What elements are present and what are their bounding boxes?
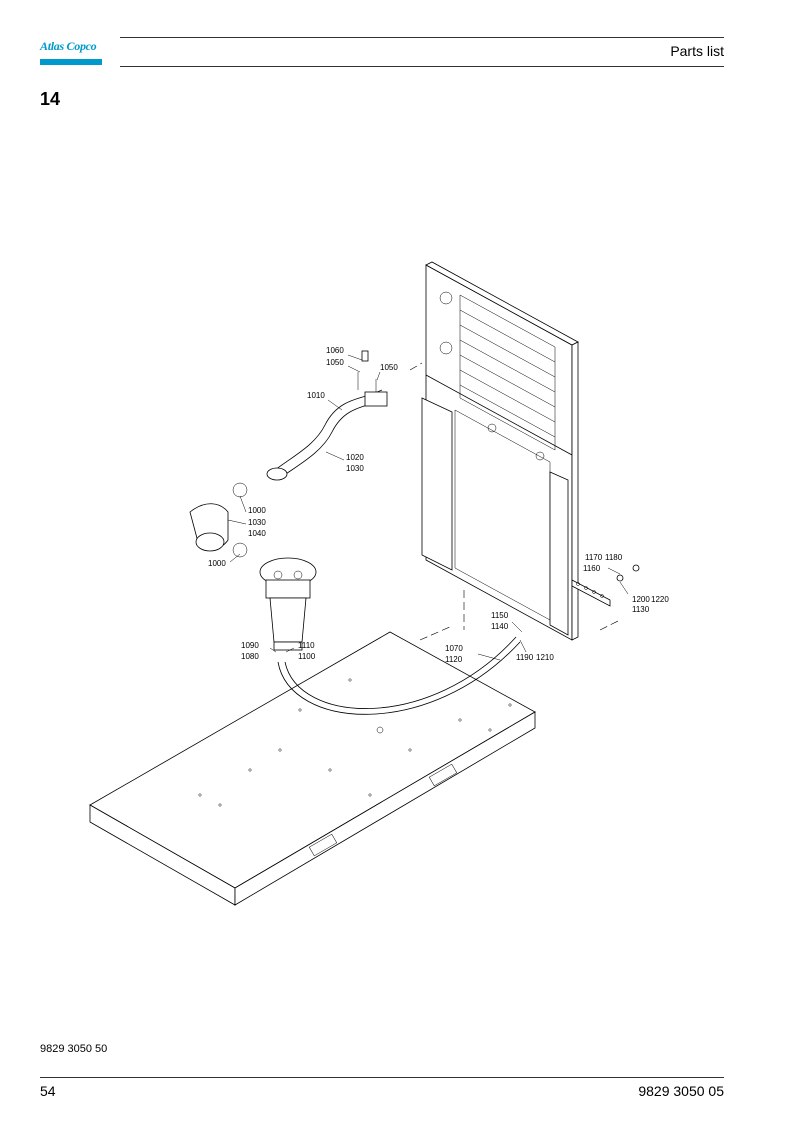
callout-1110: 1110: [298, 641, 315, 650]
callout-1030: 1030: [346, 464, 364, 473]
callout-1010: 1010: [307, 391, 325, 400]
callout-1000: 1000: [248, 506, 266, 515]
exploded-parts-drawing: 1060 1050 1050 1010 1020 1030 1000 1030 …: [89, 261, 669, 906]
callout-1160: 1160: [583, 564, 601, 573]
callout-1050-b: 1050: [380, 363, 398, 372]
callout-1030-b: 1030: [248, 518, 266, 527]
callout-1090: 1090: [241, 641, 259, 650]
side-rails: [421, 397, 569, 636]
footer-rule: [40, 1077, 724, 1078]
callout-1170: 1170: [585, 553, 603, 562]
elbow-fitting: [189, 482, 248, 558]
callout-labels: 1060 1050 1050 1010 1020 1030 1000 1030 …: [208, 346, 669, 664]
callout-1080: 1080: [241, 652, 259, 661]
callout-1190: 1190: [516, 653, 534, 662]
callout-1200: 1200: [632, 595, 650, 604]
callout-1040: 1040: [248, 529, 266, 538]
logo-bar: [40, 59, 102, 65]
logo-text: Atlas Copco: [40, 39, 97, 53]
frame-panel: [425, 261, 579, 641]
page-number: 54: [40, 1083, 56, 1099]
leader-lines: [227, 354, 629, 661]
header-rule-top: [120, 37, 724, 38]
filter-housing: [259, 557, 317, 651]
assembly-guides: [409, 362, 621, 641]
callout-1180: 1180: [605, 553, 623, 562]
callout-1140: 1140: [491, 622, 509, 631]
callout-1070: 1070: [445, 644, 463, 653]
document-reference: 9829 3050 50: [40, 1043, 108, 1055]
callout-1100: 1100: [298, 652, 316, 661]
callout-1050: 1050: [326, 358, 344, 367]
connector-bar: [571, 564, 640, 607]
atlas-copco-logo: Atlas Copco: [40, 37, 102, 67]
callout-1220: 1220: [651, 595, 669, 604]
upper-pipe: [266, 350, 388, 481]
callout-1120: 1120: [445, 655, 463, 664]
document-number: 9829 3050 05: [638, 1083, 724, 1099]
callout-1150: 1150: [491, 611, 509, 620]
callout-1210: 1210: [536, 653, 554, 662]
base-plate: [89, 631, 536, 906]
section-number: 14: [40, 89, 61, 109]
page-title: Parts list: [670, 43, 724, 59]
callout-1000-b: 1000: [208, 559, 226, 568]
callout-1060: 1060: [326, 346, 344, 355]
callout-1020: 1020: [346, 453, 364, 462]
hose: [277, 636, 521, 715]
header-rule-bottom: [120, 66, 724, 67]
callout-1130: 1130: [632, 605, 650, 614]
